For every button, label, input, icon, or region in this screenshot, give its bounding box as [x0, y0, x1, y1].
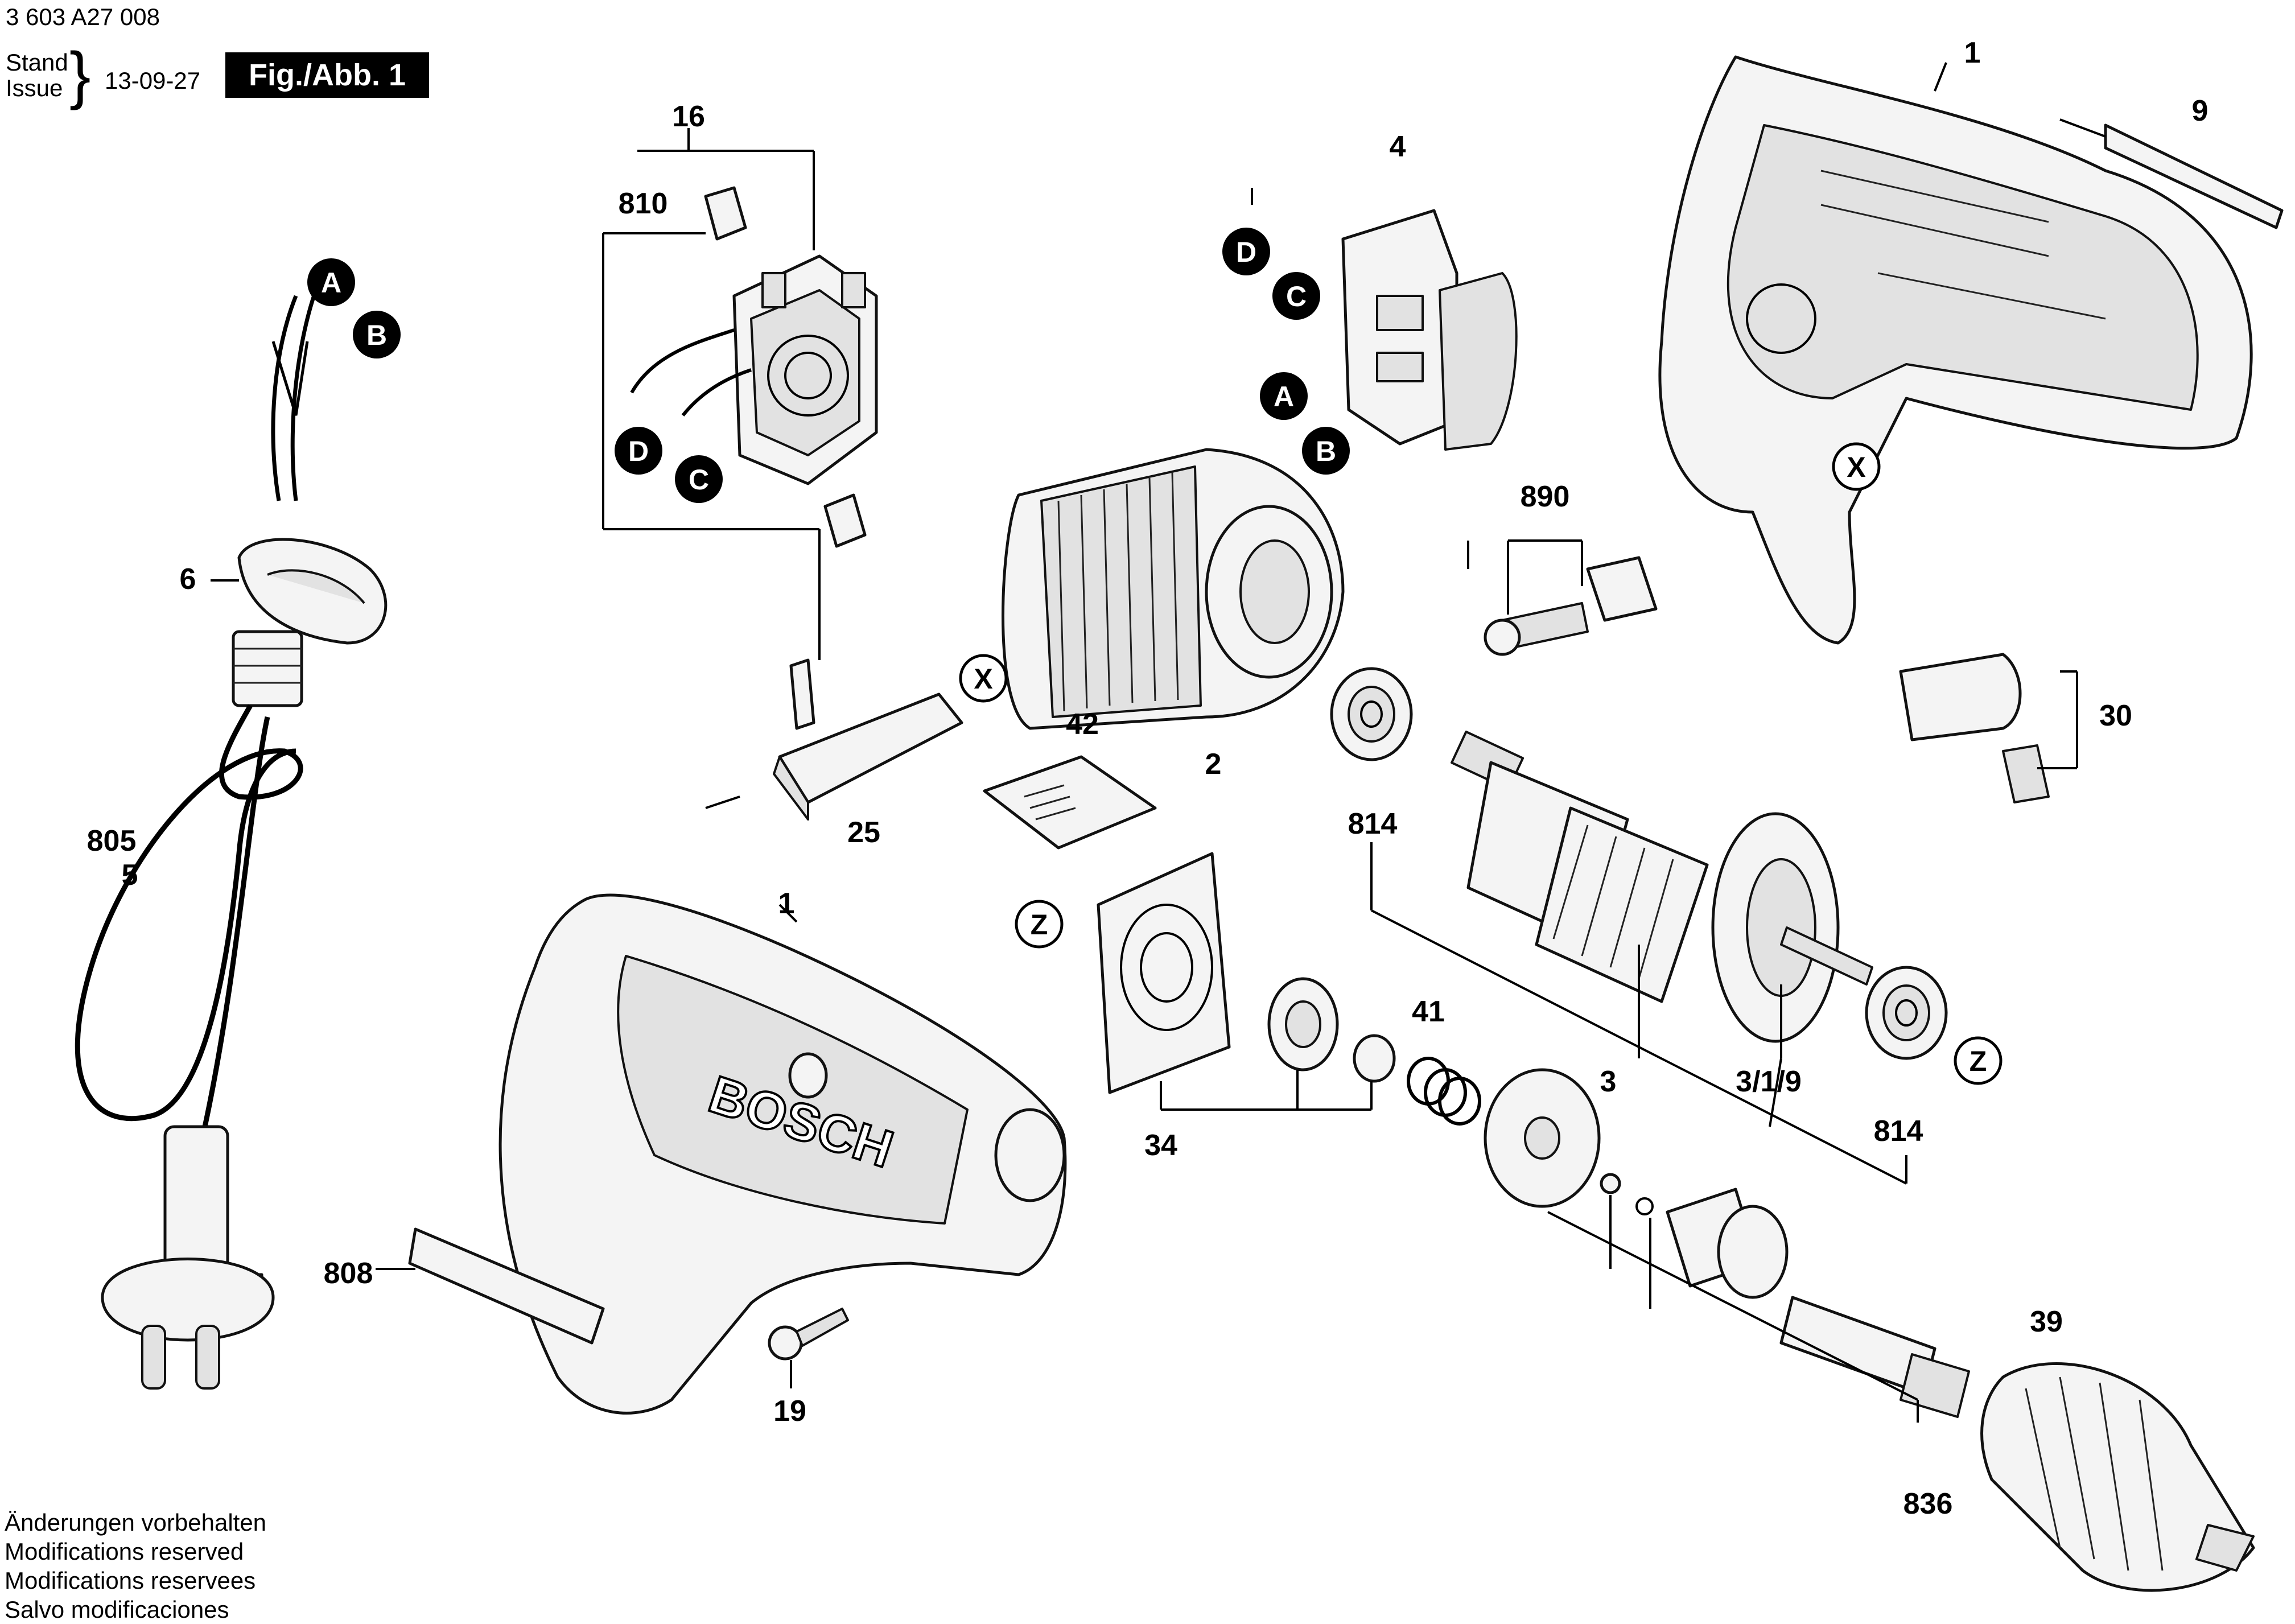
label-16: 16 — [672, 100, 705, 133]
field-coil-drawing — [1002, 448, 1345, 730]
label-9: 9 — [2192, 94, 2209, 127]
connector-a-switch: A — [1260, 372, 1308, 420]
label-3: 3 — [1600, 1065, 1617, 1098]
chuck-drawing — [1980, 1362, 2255, 1592]
svg-text:D: D — [1236, 236, 1256, 268]
svg-text:C: C — [689, 464, 709, 496]
svg-text:C: C — [1286, 281, 1307, 312]
clip-drawing — [983, 755, 1157, 850]
housing-right-drawing — [1658, 55, 2284, 645]
gear-spindle-drawing — [1484, 1068, 1970, 1418]
note-line: Modifications reserved — [5, 1538, 244, 1565]
label-836: 836 — [1903, 1487, 1953, 1520]
document-number: 3 603 A27 008 — [6, 3, 160, 30]
label-890: 890 — [1521, 480, 1570, 513]
lever-drawing — [1899, 653, 2050, 803]
connector-d-switch: D — [1222, 228, 1270, 275]
note-line: Salvo modificaciones — [5, 1596, 229, 1623]
label-34: 34 — [1144, 1129, 1177, 1162]
stand-label: Stand — [6, 49, 68, 76]
label-39: 39 — [2030, 1305, 2063, 1338]
connector-b-switch: B — [1302, 427, 1350, 475]
connector-a-cord: A — [307, 258, 355, 306]
reference-z-bearing-plate: Z — [1015, 900, 1064, 949]
modification-notes: Änderungen vorbehalten Modifications res… — [5, 1508, 266, 1624]
spring-drawing — [1407, 1057, 1481, 1126]
label-42: 42 — [1066, 708, 1099, 741]
svg-text:A: A — [321, 267, 341, 299]
clamp-drawing — [1484, 556, 1658, 656]
svg-text:Z: Z — [1031, 909, 1048, 941]
screw-drawing — [768, 1308, 849, 1361]
brace-icon: } — [69, 39, 91, 110]
label-3-1-9: 3/1/9 — [1736, 1065, 1802, 1098]
svg-text:B: B — [1316, 435, 1336, 467]
cover-drawing — [773, 658, 963, 821]
label-808: 808 — [324, 1257, 373, 1290]
label-41: 41 — [1412, 995, 1445, 1028]
note-line: Modifications reservees — [5, 1567, 256, 1594]
svg-text:X: X — [1847, 451, 1865, 483]
label-810: 810 — [619, 187, 668, 220]
label-805: 805 — [87, 825, 137, 858]
power-cord-drawing — [75, 289, 388, 1390]
svg-text:X: X — [974, 663, 992, 695]
figure-badge: Fig./Abb. 1 — [225, 52, 429, 98]
leader-lines — [211, 62, 2106, 1423]
reference-x-housing: X — [1832, 442, 1881, 491]
bearing-bottom-drawing — [1865, 966, 1948, 1060]
label-814-top: 814 — [1348, 807, 1398, 840]
label-19: 19 — [773, 1395, 806, 1428]
brush-holder-drawing — [630, 186, 878, 548]
svg-text:Z: Z — [1970, 1045, 1987, 1077]
label-814-bottom: 814 — [1874, 1115, 1923, 1148]
issue-label: Issue — [6, 75, 63, 101]
label-30: 30 — [2099, 699, 2132, 732]
bearing-top-drawing — [1330, 667, 1413, 761]
label-2: 2 — [1205, 748, 1222, 781]
bearing-plate-drawing — [1097, 852, 1396, 1094]
connector-d-brush: D — [615, 427, 662, 475]
svg-text:B: B — [366, 319, 387, 351]
note-line: Änderungen vorbehalten — [5, 1509, 267, 1536]
svg-text:D: D — [628, 435, 649, 467]
label-4: 4 — [1390, 130, 1406, 163]
housing-left-drawing: BOSCH — [408, 893, 1067, 1415]
label-25: 25 — [847, 816, 880, 849]
connector-c-brush: C — [675, 455, 723, 503]
connector-b-cord: B — [353, 311, 401, 358]
armature-drawing — [1451, 730, 1873, 1043]
reference-x-cover: X — [959, 654, 1008, 703]
label-1-bottom: 1 — [778, 887, 795, 920]
label-5: 5 — [122, 859, 138, 892]
label-1-top: 1 — [1964, 36, 1981, 69]
svg-text:A: A — [1274, 381, 1294, 413]
label-6: 6 — [180, 563, 196, 596]
reference-z-armature: Z — [1954, 1036, 2003, 1085]
connector-c-switch: C — [1272, 272, 1320, 320]
issue-date: 13-09-27 — [105, 67, 201, 94]
switch-drawing — [1341, 209, 1518, 451]
